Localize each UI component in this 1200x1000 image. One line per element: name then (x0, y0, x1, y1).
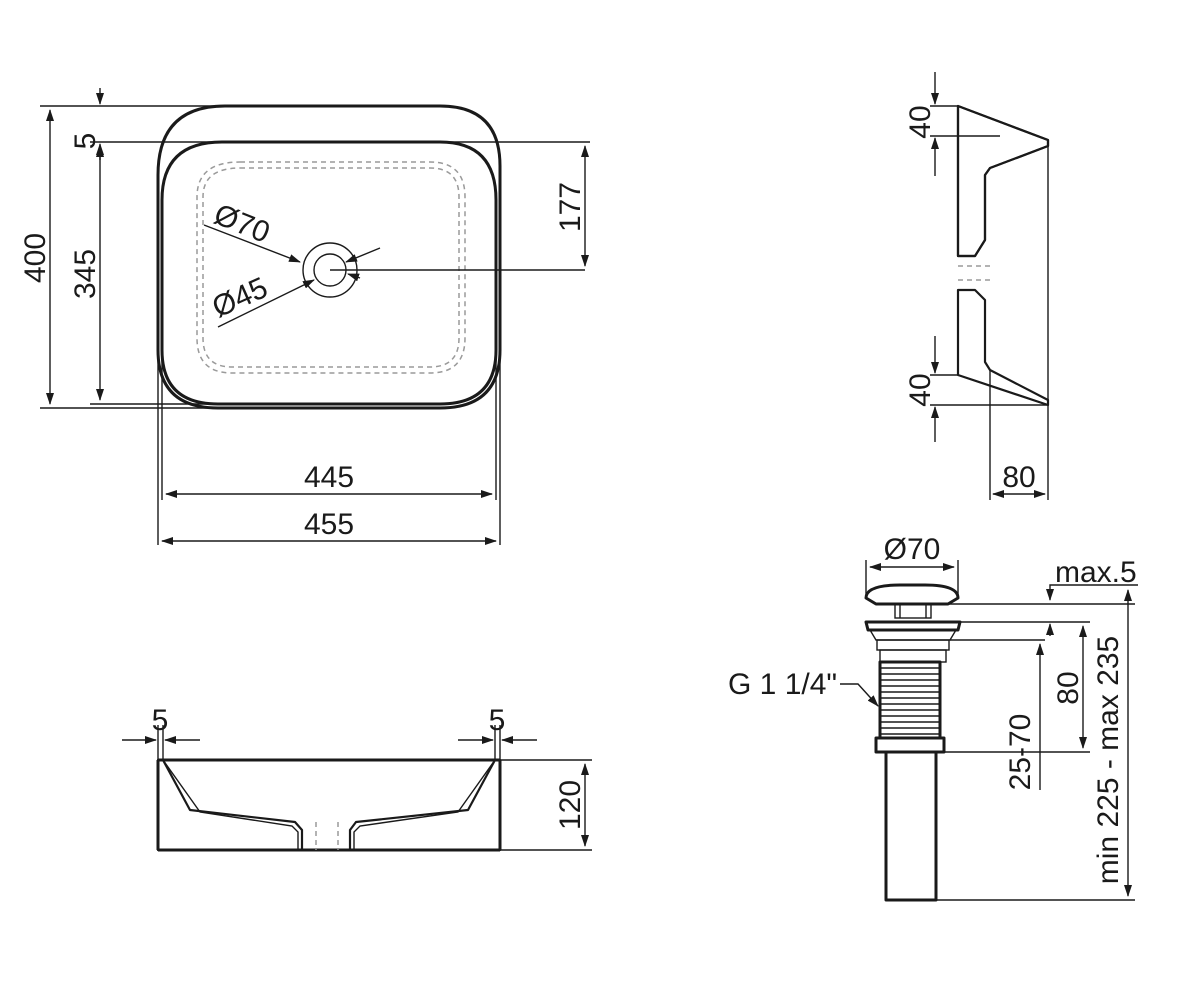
basin-inner-outline (160, 140, 498, 406)
front-section-left (156, 758, 304, 852)
drain-offset-label: 177 (554, 182, 587, 232)
height-outer-label: 400 (19, 233, 52, 283)
side-bottom-wall-label: 40 (904, 373, 937, 406)
front-left-wall-label: 5 (152, 704, 169, 737)
width-inner-label: 445 (304, 461, 354, 494)
cap-gap-label: max.5 (1055, 556, 1137, 589)
front-section-right (348, 758, 502, 852)
total-length-label: min 225 - max 235 (1092, 636, 1125, 884)
thread-size-label: G 1 1/4" (728, 668, 837, 701)
rim-offset-label: 5 (69, 133, 102, 150)
width-outer-label: 455 (304, 508, 354, 541)
drain-assembly-view: G 1 1/4" Ø70 max.5 25-70 80 min 225 - ma… (728, 533, 1138, 902)
drain-outer-diameter-label: Ø70 (209, 198, 274, 250)
basin-floor-dashed (196, 161, 466, 374)
front-right-wall-label: 5 (489, 704, 506, 737)
side-section-lower (956, 288, 1050, 407)
cap-diameter-label: Ø70 (884, 533, 941, 566)
side-top-wall-label: 40 (904, 105, 937, 138)
side-section-upper (956, 104, 1050, 258)
clamp-range-label: 25-70 (1004, 714, 1037, 791)
front-height-label: 120 (554, 780, 587, 830)
top-view: Ø70 Ø45 400 345 5 177 445 455 (19, 88, 590, 545)
drain-cap (864, 583, 960, 606)
drain-flange (864, 620, 962, 632)
height-inner-label: 345 (69, 249, 102, 299)
side-depth-label: 80 (1002, 461, 1035, 494)
body-length-label: 80 (1052, 671, 1085, 704)
drain-tail-pipe (884, 750, 938, 902)
front-section-view: 5 5 120 (122, 704, 592, 852)
thread-lines (880, 667, 940, 735)
side-section-view: 40 40 80 (904, 72, 1050, 500)
basin-outer-outline (156, 104, 502, 410)
